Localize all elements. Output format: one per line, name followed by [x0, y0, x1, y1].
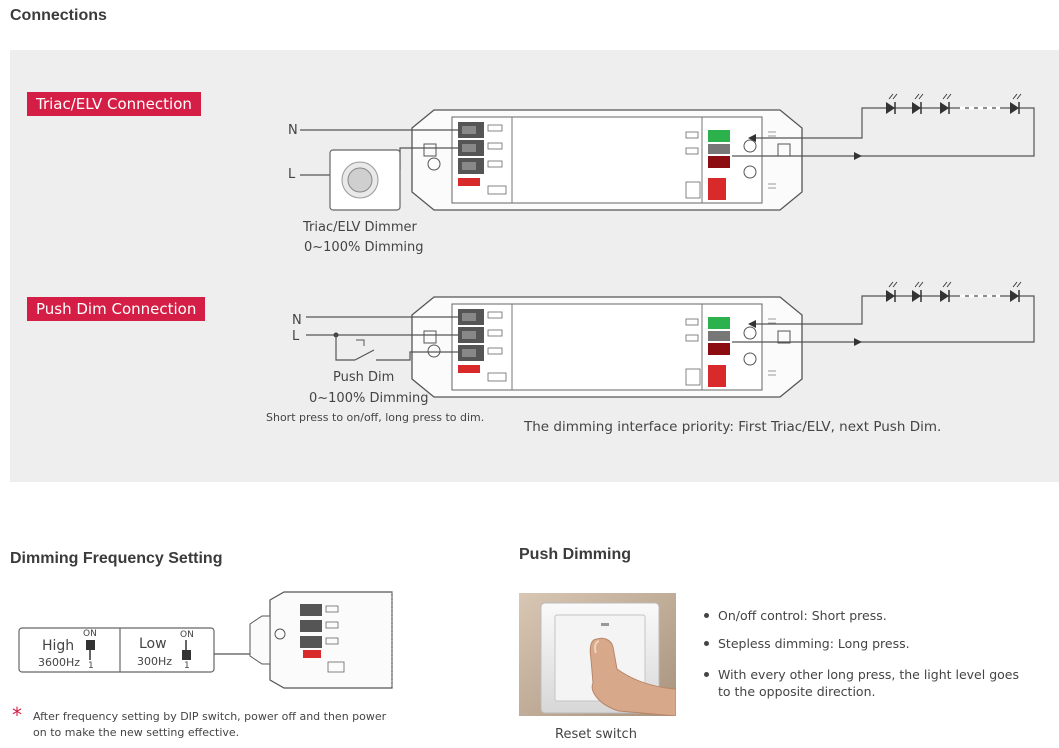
bullet-direction-text-1: With every other long press, the light l…	[718, 667, 1019, 682]
freq-note-line1: After frequency setting by DIP switch, p…	[33, 710, 387, 723]
freq-low-hz: 300Hz	[137, 655, 173, 668]
reset-switch-photo	[519, 593, 676, 716]
freq-high-label: High	[42, 638, 75, 654]
push-dimming-range: 0~100% Dimming	[309, 391, 429, 406]
freq-note-line2: on to make the new setting effective.	[33, 726, 240, 739]
freq-note-mark: *	[12, 703, 22, 727]
push-switch-icon	[335, 335, 458, 361]
push-dimming-title: Push Dimming	[519, 546, 632, 563]
freq-high-on: ON	[83, 629, 97, 639]
triac-n-label: N	[288, 123, 298, 138]
bullet-stepless-text: Stepless dimming: Long press.	[718, 636, 910, 651]
push-driver	[411, 296, 803, 398]
bullet-dot	[704, 672, 709, 677]
push-dim-connection-badge: Push Dim Connection	[27, 297, 206, 321]
triac-dimmer-label: Triac/ELV Dimmer	[303, 220, 417, 235]
push-dim-note: Short press to on/off, long press to dim…	[266, 411, 485, 424]
triac-l-label: L	[288, 167, 296, 182]
triac-connection-badge: Triac/ELV Connection	[27, 92, 201, 116]
triac-led-string	[880, 93, 1022, 115]
freq-low-label: Low	[139, 636, 167, 652]
bullet-dot	[704, 641, 709, 646]
bullet-direction-text-2: to the opposite direction.	[718, 684, 876, 699]
freq-high-pos: 1	[88, 661, 94, 671]
wiring-diagram	[300, 93, 1035, 398]
triac-dimmer-icon	[329, 149, 401, 211]
triac-driver	[411, 109, 803, 211]
push-l-label: L	[292, 329, 300, 344]
bullet-dot	[704, 613, 709, 618]
freq-high-hz: 3600Hz	[38, 656, 81, 669]
reset-switch-caption: Reset switch	[555, 727, 637, 742]
frequency-title: Dimming Frequency Setting	[10, 550, 223, 567]
bullet-onoff-text: On/off control: Short press.	[718, 608, 887, 623]
frequency-diagram	[18, 591, 393, 689]
freq-low-on: ON	[180, 630, 194, 640]
push-dim-label: Push Dim	[333, 370, 395, 385]
push-led-string	[880, 281, 1022, 303]
connections-title: Connections	[10, 7, 107, 24]
bullet-stepless: Stepless dimming: Long press.	[704, 635, 910, 652]
dimming-priority-note: The dimming interface priority: First Tr…	[524, 419, 942, 435]
bullet-direction: With every other long press, the light l…	[704, 666, 1019, 700]
push-n-label: N	[292, 313, 302, 328]
bullet-onoff: On/off control: Short press.	[704, 607, 887, 624]
freq-low-pos: 1	[184, 661, 190, 671]
triac-dimming-range: 0~100% Dimming	[304, 240, 424, 255]
